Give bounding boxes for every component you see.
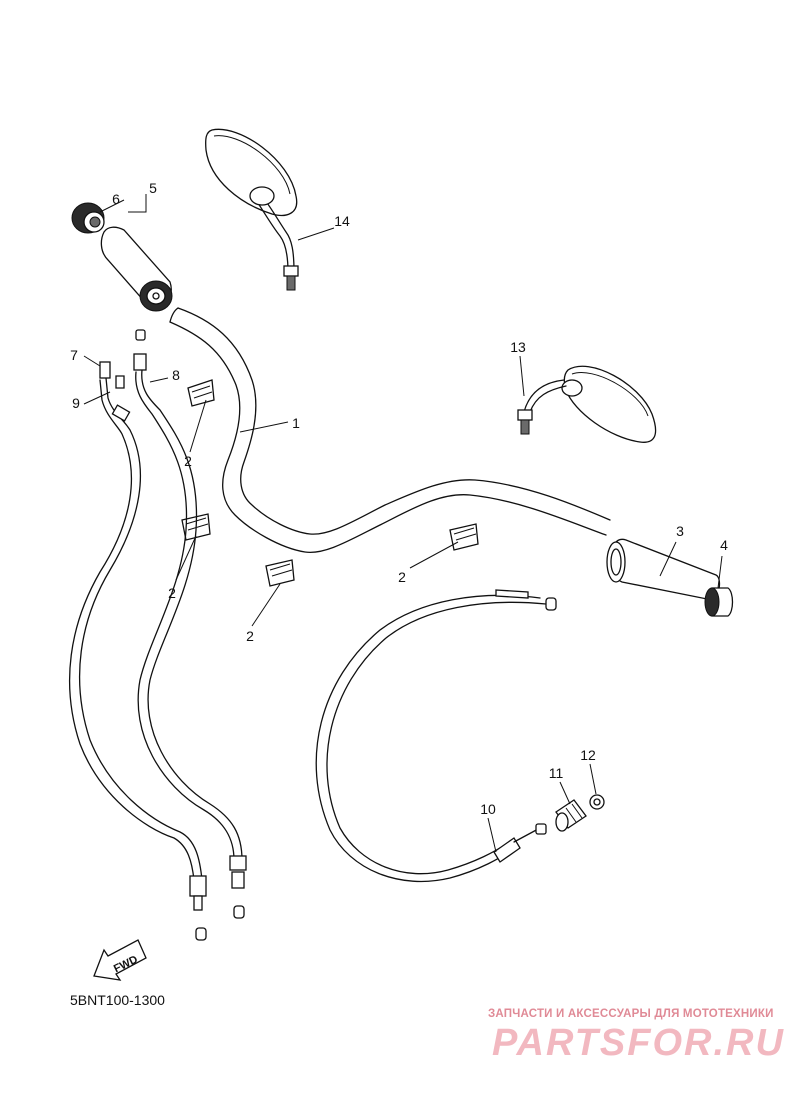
callout-6: 6 xyxy=(112,191,120,207)
callout-1: 1 xyxy=(292,415,300,431)
cable-clamp-a xyxy=(187,379,215,407)
callout-12: 12 xyxy=(580,747,596,763)
callout-10: 10 xyxy=(480,801,496,817)
callouts: 1 2 2 2 2 3 4 5 6 7 8 9 10 11 12 13 14 xyxy=(70,180,728,817)
callout-2-top: 2 xyxy=(184,453,192,469)
cable-clamp-c xyxy=(265,559,295,587)
bar-end-weight-right xyxy=(704,587,734,617)
callout-2-mid-left: 2 xyxy=(168,585,176,601)
throttle-cable-2 xyxy=(133,329,247,919)
callout-2-right: 2 xyxy=(398,569,406,585)
callout-11: 11 xyxy=(549,765,564,781)
forward-arrow-icon: FWD xyxy=(93,939,147,981)
callout-3: 3 xyxy=(676,523,684,539)
right-grip xyxy=(606,538,721,601)
drawing-code: 5BNT100-1300 xyxy=(70,992,165,1008)
callout-5: 5 xyxy=(149,180,157,196)
callout-4: 4 xyxy=(720,537,728,553)
callout-13: 13 xyxy=(510,339,526,355)
throttle-cable-1 xyxy=(68,361,207,941)
leader-lines xyxy=(83,194,723,853)
cable-adjuster xyxy=(555,799,587,832)
cable-elbow xyxy=(115,375,125,389)
cable-clamp-d xyxy=(449,523,479,551)
callout-14: 14 xyxy=(334,213,350,229)
callout-9: 9 xyxy=(72,395,80,411)
bar-end-left xyxy=(71,202,105,234)
callout-2-bottom: 2 xyxy=(246,628,254,644)
control-cable xyxy=(315,589,557,882)
watermark-logo: PARTSFOR.RU xyxy=(492,1022,785,1064)
handlebar xyxy=(169,307,611,554)
watermark-tagline: ЗАПЧАСТИ И АКСЕССУАРЫ ДЛЯ МОТОТЕХНИКИ xyxy=(488,1008,774,1020)
left-grip-throttle xyxy=(100,226,173,312)
mirror-left xyxy=(205,128,299,291)
callout-8: 8 xyxy=(172,367,180,383)
mirror-right xyxy=(517,365,657,443)
callout-7: 7 xyxy=(70,347,78,363)
lock-nut xyxy=(589,794,605,810)
